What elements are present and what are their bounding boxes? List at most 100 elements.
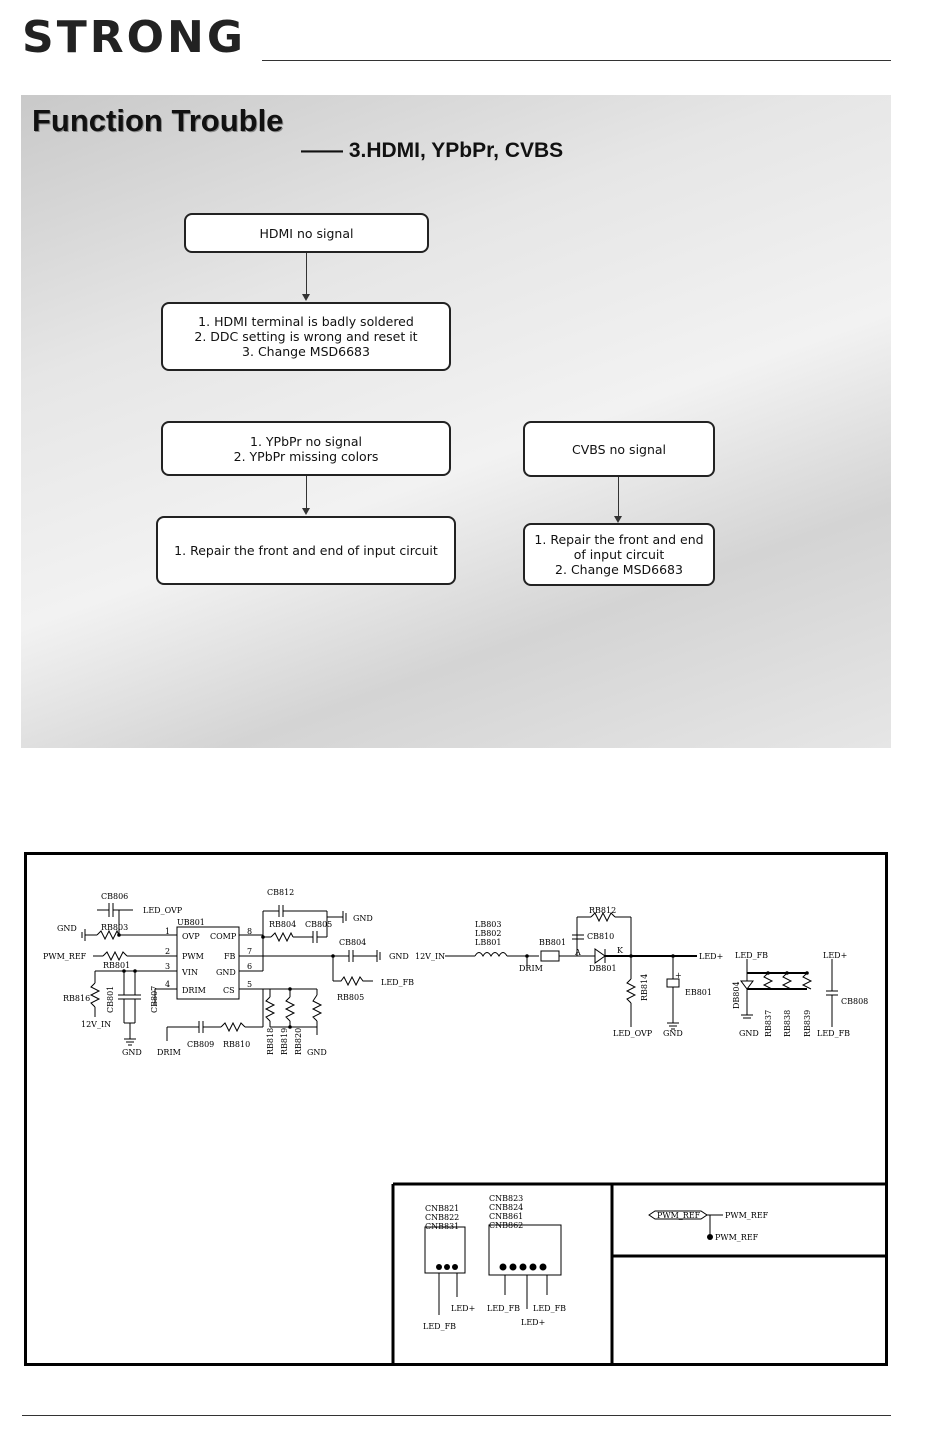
- label-led-fb: LED_FB: [381, 978, 414, 987]
- label-cb812: CB812: [267, 888, 294, 897]
- label-eb801: EB801: [685, 988, 712, 997]
- label-led-ovp: LED_OVP: [143, 906, 183, 915]
- label-gnd: GND: [353, 914, 373, 923]
- label-rb819: RB819: [280, 1028, 289, 1055]
- label-rb818: RB818: [266, 1028, 275, 1055]
- pin-num-3: 3: [165, 962, 170, 971]
- label-bb801: BB801: [539, 938, 566, 947]
- pin-num-7: 7: [247, 947, 252, 956]
- label-cb808: CB808: [841, 997, 868, 1006]
- ic-pin-cs: CS: [223, 986, 235, 995]
- arrow-line: [618, 477, 619, 516]
- label-led-plus: LED+: [699, 952, 723, 961]
- label-led-fb: LED_FB: [817, 1029, 850, 1038]
- label-cathode: K: [617, 946, 624, 955]
- pin-num-1: 1: [165, 927, 170, 936]
- label-cnb821: CNB821: [425, 1204, 459, 1213]
- label-cb801: CB801: [106, 986, 115, 1013]
- label-rb805: RB805: [337, 993, 364, 1002]
- slide-subtitle: —— 3.HDMI, YPbPr, CVBS: [301, 139, 564, 162]
- label-led-fb: LED_FB: [487, 1304, 520, 1313]
- ic-pin-comp: COMP: [210, 932, 237, 941]
- label-db801: DB801: [589, 964, 617, 973]
- label-cb805: CB805: [305, 920, 332, 929]
- label-pwm-ref: PWM_REF: [725, 1211, 769, 1220]
- label-led-fb: LED_FB: [423, 1322, 456, 1331]
- ic-pin-vin: VIN: [181, 968, 198, 977]
- label-rb814: RB814: [640, 974, 649, 1001]
- strong-logo: STRONG: [22, 12, 246, 63]
- label-rb839: RB839: [803, 1010, 812, 1037]
- label-led-fb: LED_FB: [735, 951, 768, 960]
- label-drim: DRIM: [157, 1048, 181, 1057]
- ypbpr-fix-box: 1. Repair the front and end of input cir…: [156, 516, 456, 585]
- label-cnb831: CNB831: [425, 1222, 459, 1231]
- label-gnd: GND: [663, 1029, 683, 1038]
- led-driver-schematic: UB801 OVP PWM VIN DRIM COMP FB GND CS 1 …: [43, 888, 885, 1363]
- label-plus: +: [675, 971, 682, 980]
- label-drim: DRIM: [519, 964, 543, 973]
- label-rb812: RB812: [589, 906, 616, 915]
- label-rb803: RB803: [101, 923, 128, 932]
- slide-title: Function Trouble: [32, 103, 284, 138]
- label-lb803: LB803: [475, 920, 501, 929]
- label-db804: DB804: [732, 981, 741, 1009]
- label-gnd: GND: [389, 952, 409, 961]
- schematic-frame: UB801 OVP PWM VIN DRIM COMP FB GND CS 1 …: [24, 852, 888, 1366]
- label-gnd: GND: [739, 1029, 759, 1038]
- label-pwm-ref: PWM_REF: [43, 952, 87, 961]
- label-pwm-ref: PWM_REF: [715, 1233, 759, 1242]
- pin-num-6: 6: [247, 962, 252, 971]
- arrow-line: [306, 253, 307, 295]
- footer-divider: [22, 1415, 891, 1416]
- ic-ref: UB801: [177, 918, 205, 927]
- pin-num-8: 8: [247, 927, 252, 936]
- label-rb838: RB838: [783, 1010, 792, 1037]
- label-anode: A: [574, 948, 581, 957]
- label-cnb824: CNB824: [489, 1203, 523, 1212]
- label-rb820: RB820: [294, 1028, 303, 1055]
- label-cb807: CB807: [150, 986, 159, 1013]
- label-cb809: CB809: [187, 1040, 214, 1049]
- hdmi-causes-box: 1. HDMI terminal is badly soldered 2. DD…: [161, 302, 451, 371]
- label-led-plus: LED+: [521, 1318, 545, 1327]
- label-cb806: CB806: [101, 892, 128, 901]
- label-gnd: GND: [307, 1048, 327, 1057]
- ic-pin-gnd: GND: [216, 968, 236, 977]
- label-pwm-ref-tag: PWM_REF: [657, 1211, 701, 1220]
- label-led-fb: LED_FB: [533, 1304, 566, 1313]
- label-cb810: CB810: [587, 932, 614, 941]
- arrow-line: [306, 476, 307, 508]
- ic-pin-drim: DRIM: [182, 986, 206, 995]
- label-cb804: CB804: [339, 938, 366, 947]
- label-rb837: RB837: [764, 1010, 773, 1037]
- pin-num-4: 4: [165, 980, 170, 989]
- label-gnd: GND: [57, 924, 77, 933]
- label-led-plus: LED+: [823, 951, 847, 960]
- ic-pin-pwm: PWM: [182, 952, 204, 961]
- label-rb801: RB801: [103, 961, 130, 970]
- label-cnb823: CNB823: [489, 1194, 523, 1203]
- label-rb810: RB810: [223, 1040, 250, 1049]
- label-12v-in: 12V_IN: [415, 952, 445, 961]
- pin-num-5: 5: [247, 980, 252, 989]
- ic-pin-ovp: OVP: [182, 932, 200, 941]
- label-cnb862: CNB862: [489, 1221, 523, 1230]
- label-lb802: LB802: [475, 929, 501, 938]
- label-cnb822: CNB822: [425, 1213, 459, 1222]
- label-led-ovp: LED_OVP: [613, 1029, 653, 1038]
- hdmi-no-signal-box: HDMI no signal: [184, 213, 429, 253]
- ypbpr-problem-box: 1. YPbPr no signal 2. YPbPr missing colo…: [161, 421, 451, 476]
- flowchart-slide: Function Trouble —— 3.HDMI, YPbPr, CVBS …: [21, 95, 891, 748]
- arrow-down-icon: [302, 508, 310, 515]
- label-led-plus: LED+: [451, 1304, 475, 1313]
- label-gnd: GND: [122, 1048, 142, 1057]
- cvbs-no-signal-box: CVBS no signal: [523, 421, 715, 477]
- label-rb816: RB816: [63, 994, 90, 1003]
- label-lb801: LB801: [475, 938, 501, 947]
- arrow-down-icon: [302, 294, 310, 301]
- label-cnb861: CNB861: [489, 1212, 523, 1221]
- label-rb804: RB804: [269, 920, 296, 929]
- arrow-down-icon: [614, 516, 622, 523]
- cvbs-fix-box: 1. Repair the front and end of input cir…: [523, 523, 715, 586]
